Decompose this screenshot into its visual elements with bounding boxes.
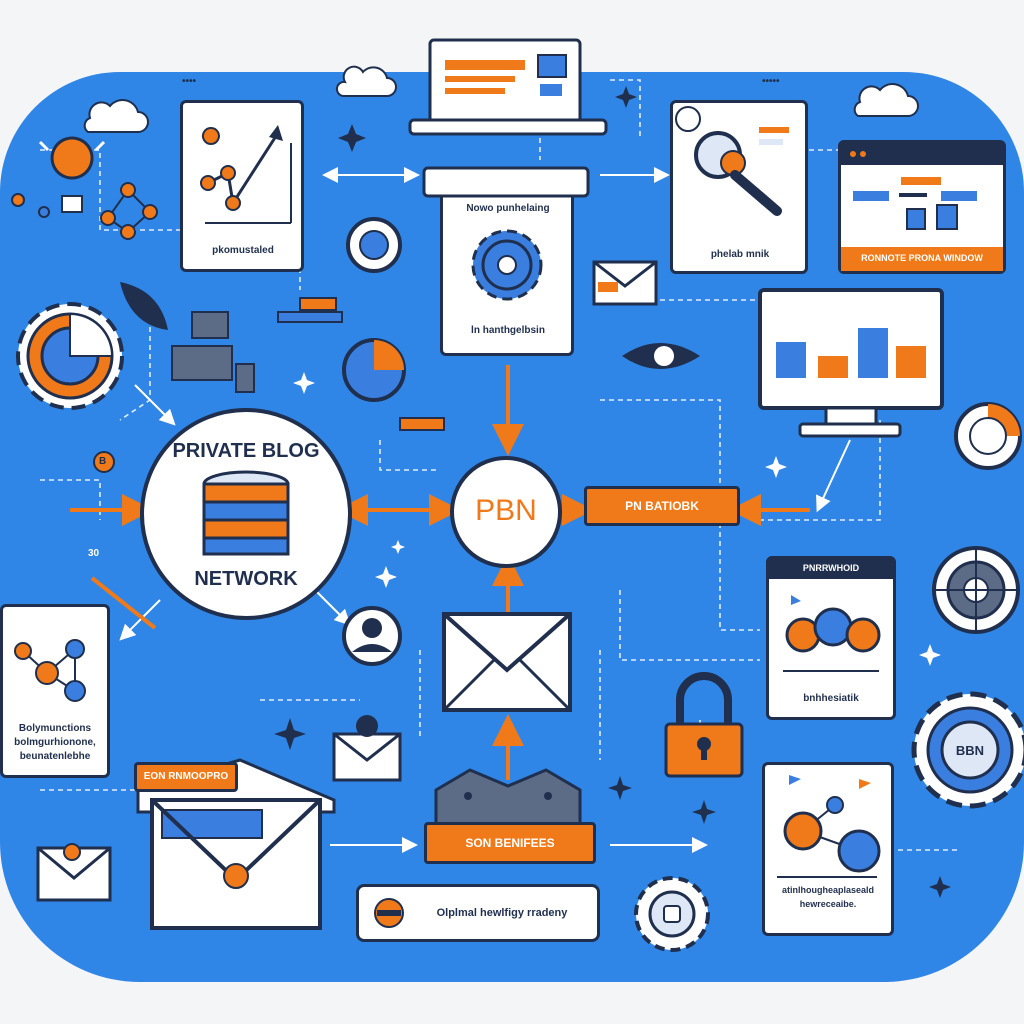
analytics-label: pkomustaled xyxy=(212,245,274,256)
website-card: RONNOTE PRONA WINDOW xyxy=(838,140,1006,274)
number-decoration: 30 xyxy=(88,548,100,559)
toggle-icon xyxy=(374,898,404,928)
left-card-text: bolmgurhionone, xyxy=(14,737,96,748)
strategy-label: Olplmal hewlfigy rradeny xyxy=(436,907,568,919)
network-title-top: PRIVATE BLOG xyxy=(172,440,320,462)
dots-decoration: •••• xyxy=(182,76,197,87)
gear-card-footer: ln hanthgelbsin xyxy=(471,325,545,336)
molecule-icon xyxy=(14,639,86,702)
network-title-bottom: NETWORK xyxy=(194,568,298,590)
pbn-hub: PBN xyxy=(450,456,562,568)
browser-window-icon xyxy=(841,143,1003,271)
pbn-label: PBN xyxy=(475,494,537,527)
website-footer: RONNOTE PRONA WINDOW xyxy=(861,253,983,263)
coin-icon: B xyxy=(99,456,107,467)
strategy-bar: Olplmal hewlfigy rradeny xyxy=(356,884,600,942)
left-card-text: Bolymunctions xyxy=(18,723,92,734)
profile-card-footer: bnhhesiatik xyxy=(803,693,859,704)
growth-card-text: atinlhougheaplaseald xyxy=(781,885,875,895)
left-card-text: beunatenlebhe xyxy=(19,751,91,762)
search-card-label: phelab mnik xyxy=(710,249,770,260)
growth-card-text: hewreceaibe. xyxy=(799,899,857,909)
profile-card-title: PNRRWHOID xyxy=(802,563,860,573)
profile-card-header xyxy=(769,559,893,579)
gear-icon xyxy=(471,229,543,301)
backlink-tag: PN BATIOBK xyxy=(584,486,740,526)
dots-decoration: ••••• xyxy=(762,76,780,87)
gear-card-title: Nowo punhelaing xyxy=(466,203,550,214)
mailbox-tag: EON RNMOOPRO xyxy=(134,762,238,792)
gear-card: Nowo punhelaing ln hanthgelbsin xyxy=(440,190,574,356)
network-info-card: Bolymunctions bolmgurhionone, beunatenle… xyxy=(0,604,110,778)
connection-graph-icon xyxy=(783,595,881,672)
analytics-card: pkomustaled xyxy=(180,100,304,272)
magnifier-icon xyxy=(675,106,789,216)
profile-card: PNRRWHOID bnhhesiatik xyxy=(766,556,896,720)
trend-chart-icon xyxy=(200,125,292,224)
database-icon xyxy=(202,470,290,556)
gear-badge: BBN xyxy=(955,743,985,758)
growth-card: atinlhougheaplaseald hewreceaibe. xyxy=(762,762,894,936)
coin-network-icon xyxy=(777,775,881,878)
private-blog-network-hub: PRIVATE BLOG NETWORK xyxy=(140,408,352,620)
search-card: phelab mnik xyxy=(670,100,808,274)
benefits-tag: SON BENIFEES xyxy=(424,822,596,864)
